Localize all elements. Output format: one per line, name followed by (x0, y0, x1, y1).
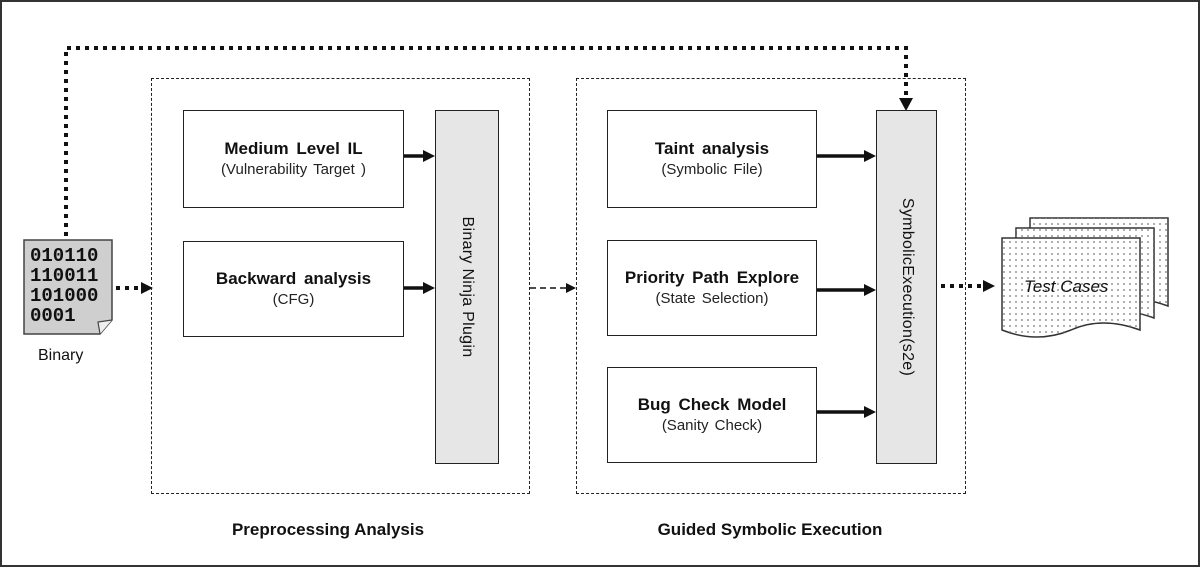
priority-path-explore-title: Priority Path Explore (624, 268, 800, 287)
binary-file-icon: 010110 110011 101000 0001 (23, 239, 113, 335)
binary-ninja-plugin-label: Binary Ninja Plugin (459, 216, 476, 358)
binary-icon-line-4: 0001 (30, 305, 76, 327)
bugcheck-arrowhead (864, 406, 876, 418)
guided-caption: Guided Symbolic Execution (657, 520, 883, 539)
backward-arrowhead (423, 282, 435, 294)
priority-arrowhead (864, 284, 876, 296)
taint-analysis-title: Taint analysis (654, 139, 770, 158)
symbolic-execution-bar: SymbolicExecution(s2e) (876, 110, 937, 464)
binary-icon-line-3: 101000 (30, 285, 98, 307)
backward-analysis-title: Backward analysis (215, 269, 372, 288)
binary-label: Binary (38, 347, 84, 364)
taint-analysis-subtitle: (Symbolic File) (661, 161, 763, 178)
test-cases-label: Test Cases (1024, 277, 1109, 296)
bug-check-model-box: Bug Check Model (Sanity Check) (607, 367, 817, 463)
binary-to-preprocessing-arrowhead (141, 282, 153, 294)
medium-level-il-subtitle: (Vulnerability Target ) (221, 161, 366, 178)
binary-to-engine-arrowhead (899, 98, 913, 111)
priority-path-explore-subtitle: (State Selection) (655, 290, 769, 307)
binary-ninja-plugin-bar: Binary Ninja Plugin (435, 110, 499, 464)
binary-icon-line-1: 010110 (30, 245, 98, 267)
test-cases-icon (1001, 217, 1169, 338)
preprocessing-caption: Preprocessing Analysis (231, 520, 425, 539)
priority-path-explore-box: Priority Path Explore (State Selection) (607, 240, 817, 336)
taint-analysis-box: Taint analysis (Symbolic File) (607, 110, 817, 208)
guided-symbolic-execution-group (576, 78, 966, 494)
binary-to-engine-connector (64, 46, 908, 236)
taint-arrowhead (864, 150, 876, 162)
symbolic-execution-label: SymbolicExecution(s2e) (898, 197, 916, 377)
preprocessing-to-guided-arrowhead (566, 283, 576, 293)
binary-icon-line-2: 110011 (30, 265, 98, 287)
engine-to-testcases-arrowhead (983, 280, 995, 292)
medium-level-il-box: Medium Level IL (Vulnerability Target ) (183, 110, 404, 208)
mlil-arrowhead (423, 150, 435, 162)
backward-analysis-subtitle: (CFG) (272, 291, 315, 308)
backward-analysis-box: Backward analysis (CFG) (183, 241, 404, 337)
bug-check-model-subtitle: (Sanity Check) (661, 417, 763, 434)
preprocessing-group (151, 78, 530, 494)
medium-level-il-title: Medium Level IL (224, 139, 363, 158)
bug-check-model-title: Bug Check Model (637, 395, 787, 414)
